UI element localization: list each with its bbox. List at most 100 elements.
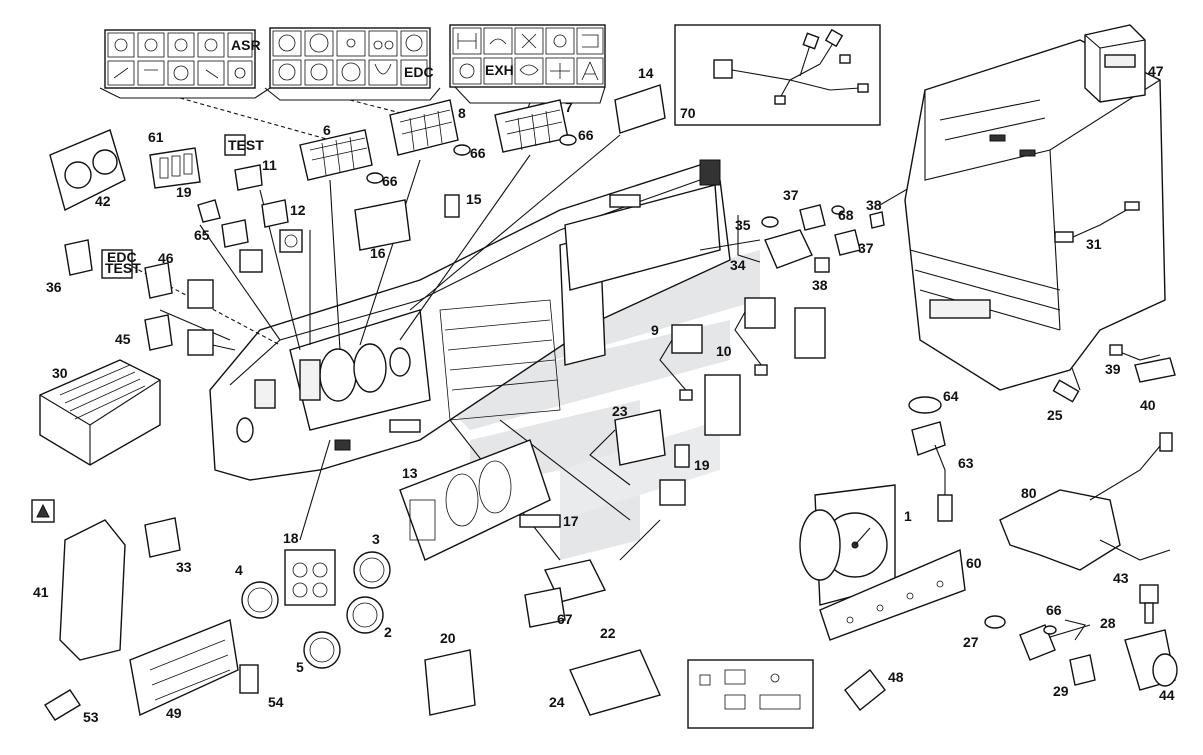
edc-test-text-1: EDC bbox=[107, 249, 137, 265]
callout-6: 6 bbox=[323, 122, 331, 138]
callout-19-a: 19 bbox=[176, 184, 192, 200]
callout-65: 65 bbox=[194, 227, 210, 243]
part-19-fuse bbox=[674, 444, 690, 468]
harness-box bbox=[674, 24, 881, 126]
part-6-switch-block bbox=[299, 129, 373, 181]
callout-68: 68 bbox=[838, 207, 854, 223]
callout-3: 3 bbox=[372, 531, 380, 547]
part-43-44-key-switch bbox=[1124, 584, 1178, 691]
part-61-display bbox=[149, 147, 201, 189]
part-39-40-connector bbox=[1052, 344, 1176, 403]
callout-41: 41 bbox=[33, 584, 49, 600]
part-41-panel bbox=[31, 499, 126, 661]
callout-47: 47 bbox=[1148, 63, 1164, 79]
callout-12: 12 bbox=[290, 202, 306, 218]
callout-1: 1 bbox=[904, 508, 912, 524]
callout-66-a: 66 bbox=[578, 127, 594, 143]
callout-80: 80 bbox=[1021, 485, 1037, 501]
part-80-stalk-switch bbox=[999, 432, 1173, 571]
callout-13: 13 bbox=[402, 465, 418, 481]
part-9-relay bbox=[659, 324, 703, 401]
part-45-switch bbox=[144, 314, 214, 356]
part-22-67-switch bbox=[524, 559, 607, 628]
callout-60: 60 bbox=[966, 555, 982, 571]
callout-66-d: 66 bbox=[1046, 602, 1062, 618]
symbol-panel-right: EXH bbox=[449, 24, 606, 88]
part-14-panel bbox=[614, 84, 666, 134]
callout-11: 11 bbox=[262, 157, 277, 173]
callout-43: 43 bbox=[1113, 570, 1129, 586]
callout-35: 35 bbox=[735, 217, 751, 233]
part-8-switch-block bbox=[389, 99, 459, 156]
callout-4: 4 bbox=[235, 562, 243, 578]
callout-24: 24 bbox=[549, 694, 565, 710]
exh-symbol-text: EXH bbox=[485, 62, 514, 78]
part-47-module bbox=[1084, 24, 1146, 103]
part-13-cluster-frame bbox=[399, 439, 561, 561]
bulbs-66 bbox=[366, 134, 577, 184]
callout-46: 46 bbox=[158, 250, 174, 266]
callout-44: 44 bbox=[1159, 687, 1175, 703]
callout-64: 64 bbox=[943, 388, 959, 404]
callout-36: 36 bbox=[46, 279, 62, 295]
part-12-switch bbox=[261, 199, 303, 253]
callout-28: 28 bbox=[1100, 615, 1116, 631]
part-31-sensor bbox=[1054, 201, 1140, 243]
callout-8: 8 bbox=[458, 105, 466, 121]
panel-leader-lines bbox=[99, 86, 606, 141]
callout-10: 10 bbox=[716, 343, 732, 359]
callout-66-c: 66 bbox=[382, 173, 398, 189]
callout-29: 29 bbox=[1053, 683, 1069, 699]
callout-61: 61 bbox=[148, 129, 164, 145]
part-49-switch-panel bbox=[129, 619, 239, 717]
callout-63: 63 bbox=[958, 455, 974, 471]
part-36-switch: EDC TEST bbox=[64, 239, 141, 279]
callout-22: 22 bbox=[600, 625, 616, 641]
callout-5: 5 bbox=[296, 659, 304, 675]
callout-23: 23 bbox=[612, 403, 628, 419]
callout-40: 40 bbox=[1140, 397, 1156, 413]
callout-18: 18 bbox=[283, 530, 299, 546]
callout-25: 25 bbox=[1047, 407, 1063, 423]
callout-27: 27 bbox=[963, 634, 979, 650]
callout-48: 48 bbox=[888, 669, 904, 685]
callout-54: 54 bbox=[268, 694, 284, 710]
test-small-text: TEST bbox=[228, 137, 264, 153]
callout-20: 20 bbox=[440, 630, 456, 646]
dashboard-assembly bbox=[209, 159, 731, 481]
part-1-tachograph bbox=[799, 484, 896, 606]
asr-symbol-text: ASR bbox=[231, 37, 261, 53]
part-24-tachograph-unit bbox=[569, 649, 661, 716]
part-46-switch bbox=[144, 262, 214, 309]
callout-49: 49 bbox=[166, 705, 182, 721]
callout-30: 30 bbox=[52, 365, 68, 381]
callout-31: 31 bbox=[1086, 236, 1102, 252]
part-16-cover bbox=[354, 199, 411, 251]
part-33-relay bbox=[144, 517, 181, 558]
part-20-switch bbox=[424, 649, 476, 716]
symbol-card-bottom bbox=[687, 659, 814, 729]
callout-37-b: 37 bbox=[858, 240, 874, 256]
part-10-relay bbox=[734, 297, 826, 376]
part-19-switch bbox=[197, 199, 221, 223]
callout-34: 34 bbox=[730, 257, 746, 273]
part-15-fuse bbox=[444, 194, 460, 218]
part-30-control-unit bbox=[39, 359, 161, 466]
part-64-63-sensor bbox=[908, 396, 953, 522]
edc-symbol-text: EDC bbox=[404, 64, 434, 80]
callout-70: 70 bbox=[680, 105, 696, 121]
callout-2: 2 bbox=[384, 624, 392, 640]
part-42-gauge-housing bbox=[49, 129, 126, 212]
callout-38-a: 38 bbox=[866, 197, 882, 213]
part-18-gauges bbox=[241, 549, 391, 669]
callout-39: 39 bbox=[1105, 361, 1121, 377]
callout-labels: 14 70 47 6 8 7 66 66 66 61 11 42 19 12 6… bbox=[33, 63, 1175, 725]
part-53-clip bbox=[44, 689, 81, 721]
callout-45: 45 bbox=[115, 331, 131, 347]
callout-38-b: 38 bbox=[812, 277, 828, 293]
part-27-28-29-lighter bbox=[984, 615, 1096, 686]
part-60-bracket bbox=[819, 548, 966, 641]
callout-14: 14 bbox=[638, 65, 654, 81]
callout-15: 15 bbox=[466, 191, 482, 207]
